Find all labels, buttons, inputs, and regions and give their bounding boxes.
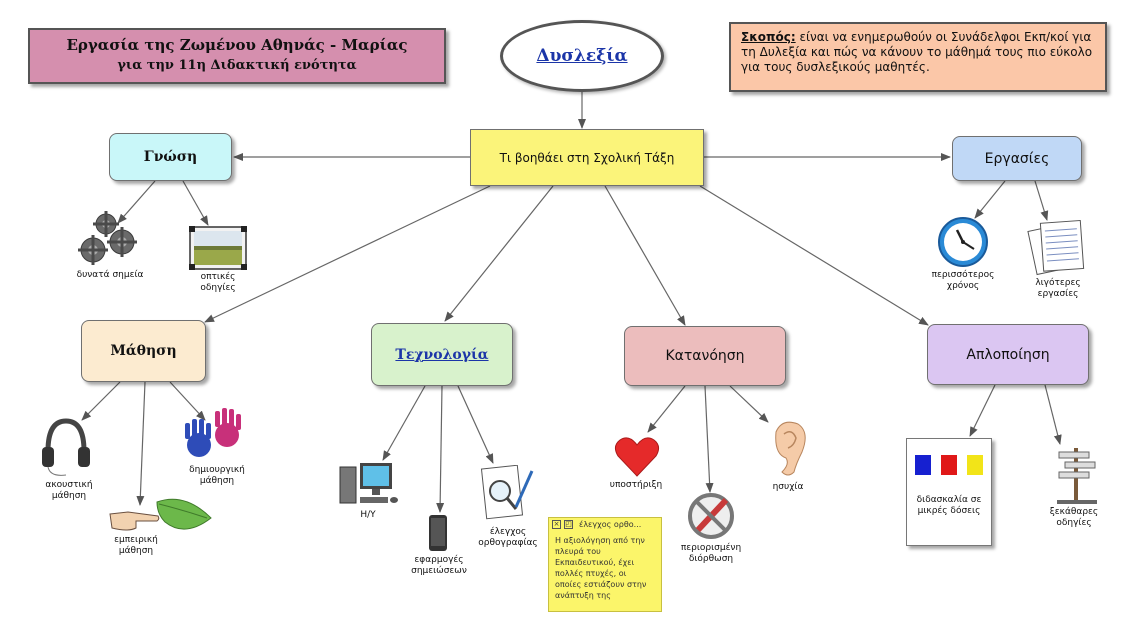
goal-label: Σκοπός: xyxy=(741,30,796,44)
landscape-photo-icon xyxy=(189,226,247,270)
spellcheck-document-icon xyxy=(480,465,534,520)
leaf-ligoteres: λιγότερες εργασίες xyxy=(1035,278,1081,299)
node-mathisi-label: Μάθηση xyxy=(110,343,177,359)
leaf-efarmoges: εφαρμογές σημειώσεων xyxy=(411,555,467,576)
root-link[interactable]: Δυσλεξία xyxy=(536,46,628,66)
note-title: έλεγχος ορθο... xyxy=(579,520,642,529)
note-header: × ◰ έλεγχος ορθο... xyxy=(549,518,661,531)
center-node[interactable]: Τι βοηθάει στη Σχολική Τάξη xyxy=(470,129,704,186)
papers-icon xyxy=(1027,219,1085,276)
leaf-ypostirixi: υποστήριξη xyxy=(609,480,663,490)
note-text: Η αξιολόγηση από την πλευρά του Εκπαιδευ… xyxy=(555,536,647,600)
center-label: Τι βοηθάει στη Σχολική Τάξη xyxy=(499,150,675,165)
headphones-icon xyxy=(42,418,90,476)
yellow-block-icon xyxy=(967,455,983,475)
leaf-dynata: δυνατά σημεία xyxy=(76,270,144,280)
heart-icon xyxy=(614,437,660,477)
signpost-icon xyxy=(1057,448,1097,504)
goal-text: είναι να ενημερωθούν οι Συνάδελφοι Εκπ/κ… xyxy=(741,30,1093,74)
note-resize-icon[interactable]: ◰ xyxy=(564,520,573,529)
leaf-icon xyxy=(156,498,212,530)
node-technologia-label[interactable]: Τεχνολογία xyxy=(395,346,489,363)
ear-icon xyxy=(775,421,806,476)
gears-icon xyxy=(78,211,137,265)
pointing-hand-icon xyxy=(109,511,160,531)
leaf-perissoteros: περισσότερος χρόνος xyxy=(931,270,995,291)
node-ergasies-label: Εργασίες xyxy=(984,150,1050,167)
no-pencil-icon xyxy=(688,493,734,539)
red-block-icon xyxy=(941,455,957,475)
node-aplopoiisi[interactable]: Απλοποίηση xyxy=(927,324,1089,385)
leaf-periorismeni: περιορισμένη διόρθωση xyxy=(680,543,742,564)
node-katanoisi[interactable]: Κατανόηση xyxy=(624,326,786,386)
computer-icon xyxy=(339,463,398,504)
node-ergasies[interactable]: Εργασίες xyxy=(952,136,1082,181)
node-aplopoiisi-label: Απλοποίηση xyxy=(966,346,1050,363)
node-mathisi[interactable]: Μάθηση xyxy=(81,320,206,382)
leaf-elegxos: έλεγχος ορθογραφίας xyxy=(478,527,538,548)
blue-block-icon xyxy=(915,455,931,475)
title-box: Εργασία της Ζωμένου Αθηνάς - Μαρίας για … xyxy=(28,28,446,84)
leaf-akoustiki: ακουστική μάθηση xyxy=(45,480,93,501)
clock-icon xyxy=(938,217,988,267)
root-node-dyslexia[interactable]: Δυσλεξία xyxy=(500,20,664,92)
title-line2: για την 11η Διδακτική ενότητα xyxy=(117,58,357,73)
sticky-note[interactable]: × ◰ έλεγχος ορθο... Η αξιολόγηση από την… xyxy=(548,517,662,612)
leaf-isyxia: ησυχία xyxy=(772,482,804,492)
note-close-icon[interactable]: × xyxy=(552,520,561,529)
handprints-icon xyxy=(185,408,241,457)
leaf-dimiourgiki: δημιουργική μάθηση xyxy=(189,465,245,486)
smartphone-icon xyxy=(429,515,447,551)
teaching-doc-card: διδασκαλία σε μικρές δόσεις xyxy=(906,438,992,546)
leaf-empeiriki: εμπειρική μάθηση xyxy=(114,535,158,556)
node-katanoisi-label: Κατανόηση xyxy=(665,348,745,364)
node-gnosi[interactable]: Γνώση xyxy=(109,133,232,181)
leaf-xekatharres: ξεκάθαρες οδηγίες xyxy=(1049,507,1099,528)
node-gnosi-label: Γνώση xyxy=(143,149,198,165)
goal-box: Σκοπός: είναι να ενημερωθούν οι Συνάδελφ… xyxy=(729,22,1107,92)
leaf-didaskalia: διδασκαλία σε μικρές δόσεις xyxy=(916,495,982,516)
leaf-hy: Η/Υ xyxy=(360,510,376,520)
title-line1: Εργασία της Ζωμένου Αθηνάς - Μαρίας xyxy=(66,36,408,54)
node-technologia[interactable]: Τεχνολογία xyxy=(371,323,513,386)
leaf-optikes: οπτικές οδηγίες xyxy=(200,272,236,293)
